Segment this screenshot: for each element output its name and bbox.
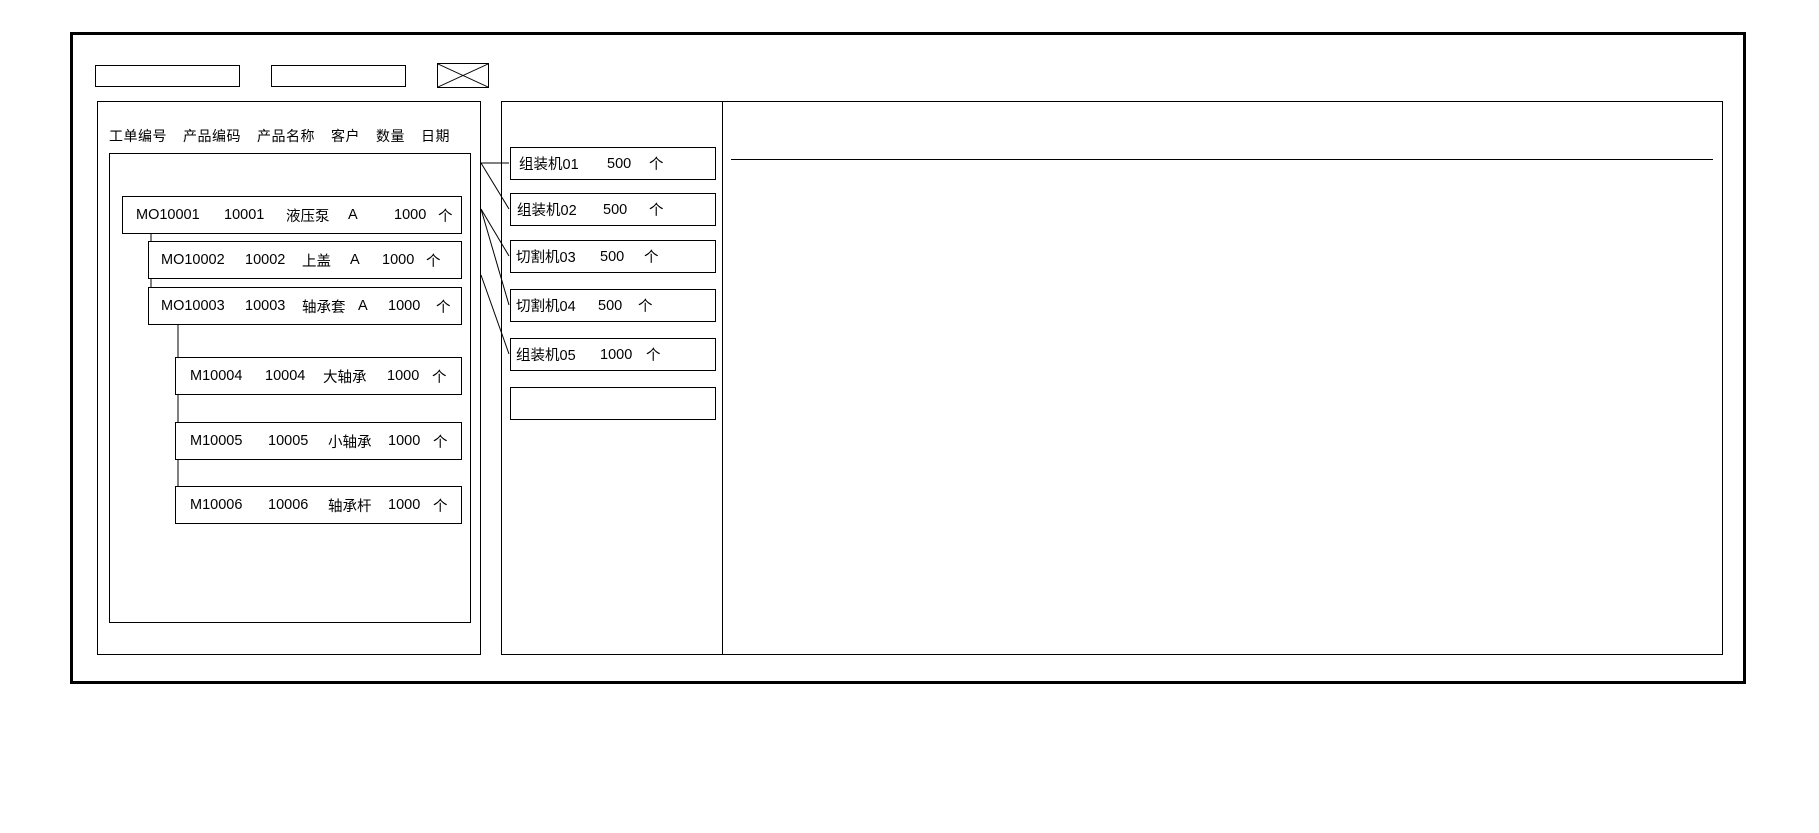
- row-work-order: M10006: [190, 497, 243, 513]
- machine-schedule-panel: 组装机01 500 个 组装机02 500 个 切割机03 500 个 切割机0…: [501, 101, 723, 655]
- row-customer: A: [350, 252, 360, 268]
- row-product-name: 大轴承: [323, 369, 367, 386]
- row-quantity: 1000: [388, 298, 421, 314]
- row-unit: 个: [432, 369, 447, 386]
- row-unit: 个: [433, 434, 448, 451]
- machine-unit: 个: [646, 348, 661, 364]
- row-product-name: 上盖: [302, 253, 331, 270]
- machine-quantity: 500: [598, 297, 623, 314]
- tree-node-row[interactable]: MO10003 10003 轴承套 A 1000 个: [148, 287, 462, 325]
- machine-name: 组装机05: [516, 348, 576, 364]
- row-quantity: 1000: [388, 497, 421, 513]
- row-quantity: 1000: [387, 368, 420, 384]
- tree-node-row[interactable]: MO10002 10002 上盖 A 1000 个: [148, 241, 462, 279]
- column-header-row: 工单编号 产品编码 产品名称 客户 数量 日期: [109, 126, 450, 146]
- row-product-code: 10004: [265, 368, 306, 384]
- machine-quantity: 500: [607, 155, 632, 172]
- work-order-tree: MO10001 10001 液压泵 A 1000 个 MO10002 10002…: [109, 153, 471, 623]
- application-window-frame: 工单编号 产品编码 产品名称 客户 数量 日期: [70, 32, 1746, 684]
- machine-unit: 个: [644, 250, 659, 266]
- tree-node-row[interactable]: M10004 10004 大轴承 1000 个: [175, 357, 462, 395]
- machine-name: 切割机04: [516, 299, 576, 315]
- row-product-code: 10002: [245, 252, 286, 268]
- tree-node-row[interactable]: M10005 10005 小轴承 1000 个: [175, 422, 462, 460]
- machine-card[interactable]: 组装机05 1000 个: [510, 338, 716, 371]
- column-header-date: 日期: [421, 128, 450, 144]
- machine-card[interactable]: 组装机02 500 个: [510, 193, 716, 226]
- row-quantity: 1000: [394, 207, 427, 223]
- machine-unit: 个: [649, 157, 664, 173]
- toolbar-field-two[interactable]: [271, 64, 406, 87]
- tree-node-row[interactable]: MO10001 10001 液压泵 A 1000 个: [122, 196, 462, 234]
- machine-card[interactable]: 切割机03 500 个: [510, 240, 716, 273]
- work-order-panel: 工单编号 产品编码 产品名称 客户 数量 日期: [97, 101, 481, 655]
- row-quantity: 1000: [388, 433, 421, 449]
- machine-name: 切割机03: [516, 250, 576, 266]
- row-work-order: M10004: [190, 368, 243, 384]
- row-work-order: MO10003: [161, 298, 225, 314]
- row-work-order: M10005: [190, 433, 243, 449]
- column-header-product-name: 产品名称: [257, 128, 315, 144]
- machine-quantity: 500: [600, 248, 625, 265]
- machine-card[interactable]: 组装机01 500 个: [510, 147, 716, 180]
- column-header-work-order: 工单编号: [109, 128, 167, 144]
- column-header-customer: 客户: [331, 128, 360, 144]
- detail-panel: [723, 101, 1723, 655]
- column-header-product-code: 产品编码: [183, 128, 241, 144]
- row-unit: 个: [433, 498, 448, 515]
- row-unit: 个: [438, 208, 453, 225]
- image-placeholder-cross-icon[interactable]: [437, 63, 489, 88]
- row-product-name: 轴承杆: [328, 498, 372, 515]
- tree-node-row[interactable]: M10006 10006 轴承杆 1000 个: [175, 486, 462, 524]
- row-work-order: MO10002: [161, 252, 225, 268]
- machine-name: 组装机01: [519, 157, 579, 173]
- row-customer: A: [358, 298, 368, 314]
- machine-card[interactable]: 切割机04 500 个: [510, 289, 716, 322]
- row-customer: A: [348, 207, 358, 223]
- detail-panel-header-divider: [731, 159, 1713, 160]
- machine-name: 组装机02: [517, 203, 577, 219]
- machine-unit: 个: [649, 203, 664, 219]
- row-product-code: 10006: [268, 497, 309, 513]
- toolbar: [95, 63, 489, 88]
- cross-lines-icon: [438, 64, 488, 87]
- row-unit: 个: [426, 253, 441, 270]
- row-product-name: 小轴承: [328, 434, 372, 451]
- toolbar-field-one[interactable]: [95, 64, 240, 87]
- column-header-quantity: 数量: [376, 128, 405, 144]
- row-product-code: 10005: [268, 433, 309, 449]
- machine-quantity: 500: [603, 201, 628, 218]
- row-product-name: 液压泵: [286, 208, 330, 225]
- row-product-name: 轴承套: [302, 299, 346, 316]
- machine-unit: 个: [638, 299, 653, 315]
- row-product-code: 10001: [224, 207, 265, 223]
- machine-card-empty-slot[interactable]: [510, 387, 716, 420]
- row-quantity: 1000: [382, 252, 415, 268]
- row-product-code: 10003: [245, 298, 286, 314]
- row-unit: 个: [436, 299, 451, 316]
- machine-quantity: 1000: [600, 346, 633, 363]
- row-work-order: MO10001: [136, 207, 200, 223]
